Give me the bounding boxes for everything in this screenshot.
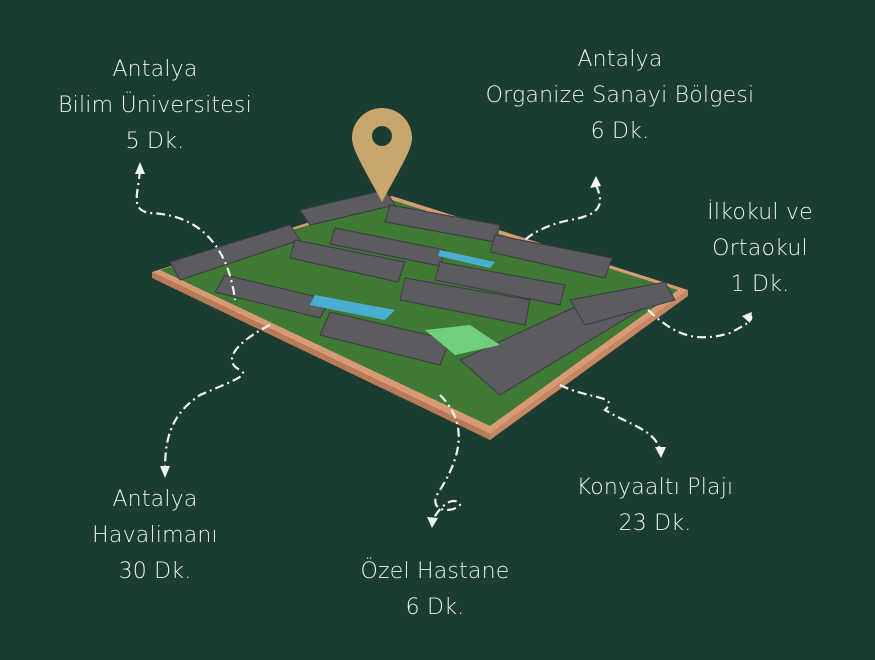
travel-time: 30 Dk.: [118, 559, 192, 584]
travel-time: 6 Dk.: [405, 595, 465, 620]
location-name: Konyaaltı Plajı: [576, 475, 734, 500]
arrowheads: [135, 162, 752, 528]
travel-time: 5 Dk.: [125, 129, 185, 154]
location-pin-icon: [352, 108, 412, 202]
location-name: Antalya: [112, 57, 198, 82]
location-name: Ortaokul: [712, 236, 808, 261]
pools: [310, 250, 495, 320]
location-label-ozel-hastane: Özel Hastane 6 Dk.: [361, 554, 510, 626]
location-name: Antalya: [577, 47, 663, 72]
location-name: Özel Hastane: [360, 559, 510, 584]
building-blocks: [169, 189, 676, 396]
travel-time: 23 Dk.: [618, 511, 692, 536]
travel-time: 1 Dk.: [730, 272, 790, 297]
location-name: Antalya: [112, 487, 198, 512]
location-label-organize-sanayi: Antalya Organize Sanayi Bölgesi 6 Dk.: [486, 42, 755, 150]
tennis-court: [425, 325, 500, 355]
location-label-konyaalti-plaji: Konyaaltı Plajı 23 Dk.: [577, 470, 734, 542]
location-label-bilim-universitesi: Antalya Bilim Üniversitesi 5 Dk.: [58, 52, 252, 160]
location-name: İlkokul ve: [707, 200, 813, 225]
location-name: Bilim Üniversitesi: [58, 93, 252, 118]
location-name: Havalimanı: [92, 523, 218, 548]
location-name: Organize Sanayi Bölgesi: [485, 83, 755, 108]
location-label-havalimani: Antalya Havalimanı 30 Dk.: [92, 482, 218, 590]
location-label-ilkokul: İlkokul ve Ortaokul 1 Dk.: [707, 195, 813, 303]
travel-time: 6 Dk.: [590, 119, 650, 144]
